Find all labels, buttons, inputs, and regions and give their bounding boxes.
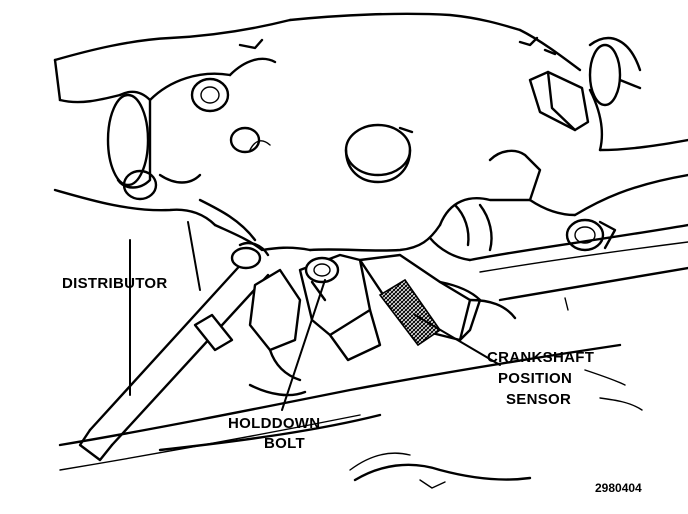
crankshaft-label-line1: CRANKSHAFT <box>487 349 594 366</box>
distributor <box>78 241 302 462</box>
crankshaft-label-line3: SENSOR <box>506 391 571 408</box>
manifold-rails <box>58 223 688 471</box>
reference-number: 2980404 <box>595 481 642 495</box>
lower-block <box>248 383 532 489</box>
crankshaft-label-line2: POSITION <box>498 370 572 387</box>
crankshaft-position-sensor <box>358 253 517 347</box>
leader-lines <box>129 221 501 411</box>
engine-block <box>53 18 312 252</box>
timing-cover-bracket <box>428 28 688 262</box>
distributor-label: DISTRIBUTOR <box>62 275 168 292</box>
holddown-label-line2: BOLT <box>264 435 305 452</box>
holddown-label-line1: HOLDDOWN <box>228 415 320 432</box>
